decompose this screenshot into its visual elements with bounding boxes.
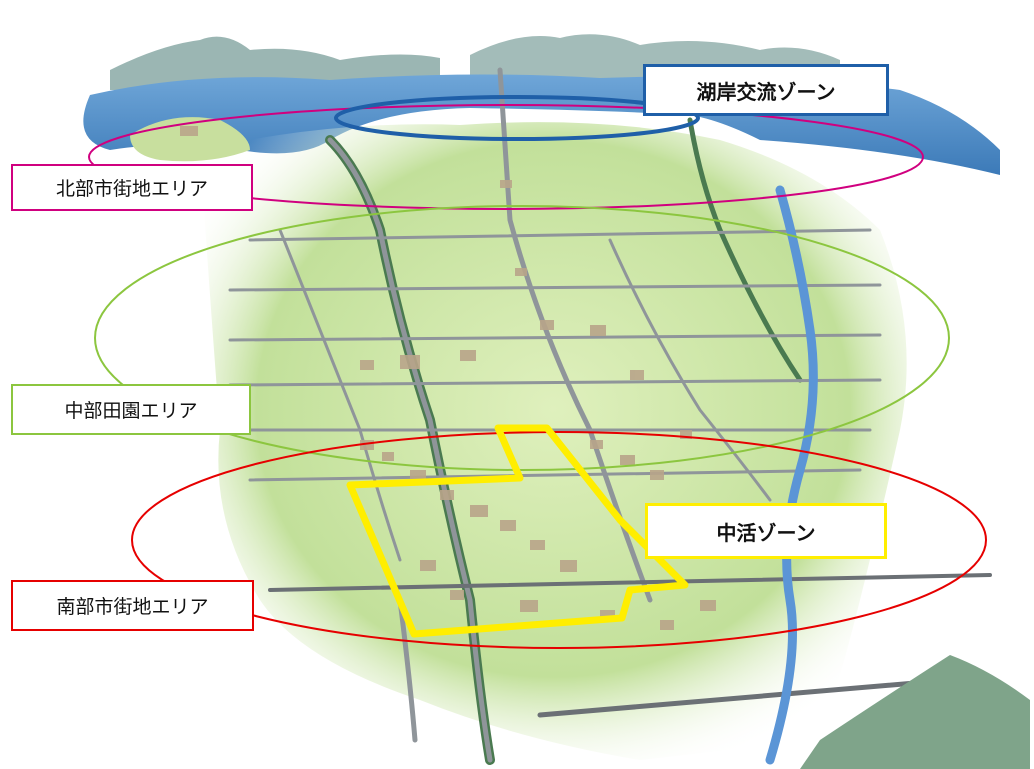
river xyxy=(765,185,818,765)
north-area-outline xyxy=(88,104,924,210)
town-buildings xyxy=(180,126,716,630)
south-area-outline xyxy=(131,431,987,649)
north-area-label: 北部市街地エリア xyxy=(11,164,253,211)
south-area-label: 南部市街地エリア xyxy=(11,580,254,631)
middle-area-outline xyxy=(94,205,950,471)
lake-zone-label: 湖岸交流ゾーン xyxy=(643,64,889,116)
roads xyxy=(228,67,992,765)
middle-area-label: 中部田園エリア xyxy=(11,384,251,435)
center-zone-label: 中活ゾーン xyxy=(645,503,887,559)
south-mountain xyxy=(800,655,1030,769)
center-zone-outline xyxy=(346,424,689,638)
lake-zone-outline xyxy=(334,95,700,141)
